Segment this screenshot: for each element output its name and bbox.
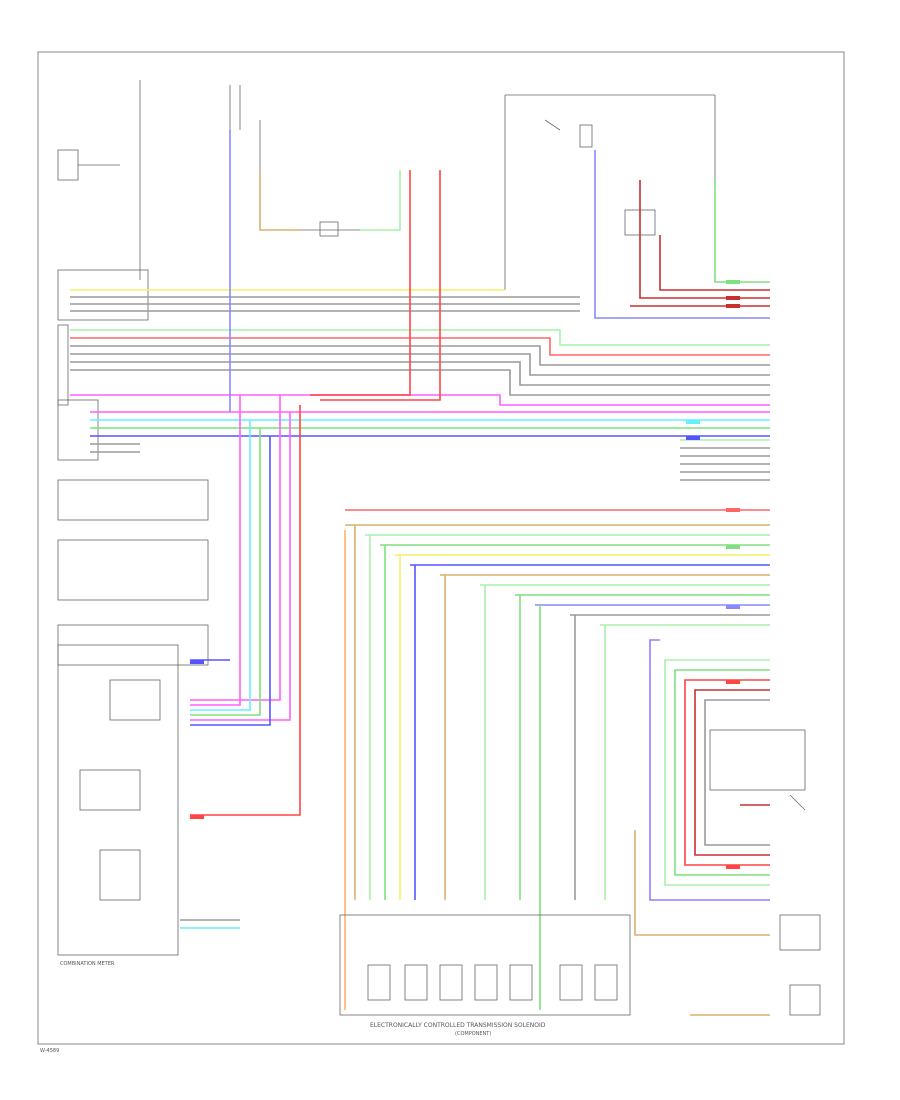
left-top-components xyxy=(57,149,209,956)
right-lower-loops xyxy=(634,639,770,1016)
bottom-left-wires xyxy=(180,919,240,929)
upper-bus xyxy=(70,289,580,312)
connector-pins xyxy=(190,280,740,869)
combination-meter-label: COMBINATION METER xyxy=(60,961,115,967)
top-region xyxy=(139,80,716,290)
mid-lines xyxy=(90,411,770,481)
bottom-main-label: ELECTRONICALLY CONTROLLED TRANSMISSION S… xyxy=(370,1022,546,1029)
middle-bus xyxy=(70,329,770,406)
footer-id: W-4589 xyxy=(40,1048,59,1054)
bottom-main-sublabel: (COMPONENT) xyxy=(455,1031,491,1037)
left-verticals xyxy=(190,130,441,816)
solenoid-components xyxy=(339,729,821,1016)
right-top-verticals xyxy=(594,150,770,319)
lower-bus xyxy=(344,509,770,1010)
diagram-frame xyxy=(37,51,845,1045)
